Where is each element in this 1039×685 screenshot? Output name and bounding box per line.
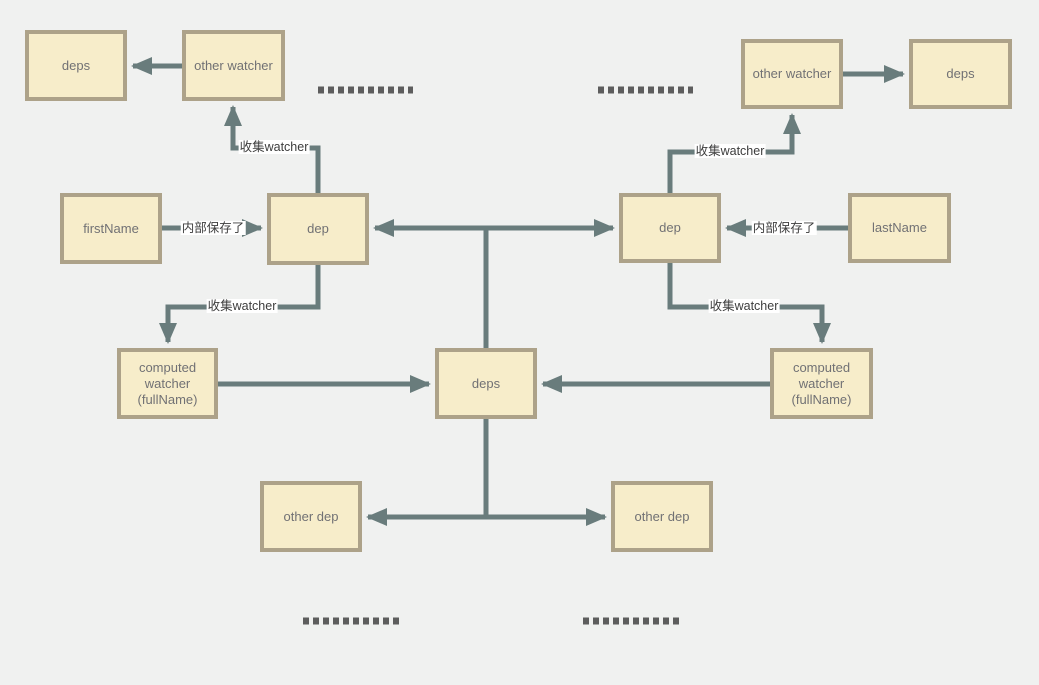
node-other-watcher-right: other watcher <box>741 39 843 109</box>
node-computed-watcher-right: computed watcher (fullName) <box>770 348 873 419</box>
node-other-watcher-left: other watcher <box>182 30 285 101</box>
dotted-continuation-marks <box>303 86 693 625</box>
edge-label-collect-watcher-top-right: 收集watcher <box>694 144 766 158</box>
edge-label-collect-watcher-top-left: 收集watcher <box>238 140 310 154</box>
edge-label-collect-watcher-bottom-right: 收集watcher <box>708 299 780 313</box>
node-other-dep-right: other dep <box>611 481 713 552</box>
edge-label-collect-watcher-bottom-left: 收集watcher <box>206 299 278 313</box>
node-other-dep-left: other dep <box>260 481 362 552</box>
node-deps-top-right: deps <box>909 39 1012 109</box>
node-lastname: lastName <box>848 193 951 263</box>
edges <box>130 56 906 527</box>
node-dep-right: dep <box>619 193 721 263</box>
node-firstname: firstName <box>60 193 162 264</box>
node-computed-watcher-left: computed watcher (fullName) <box>117 348 218 419</box>
node-dep-left: dep <box>267 193 369 265</box>
edge-label-saved-internally-right: 内部保存了 <box>751 221 817 235</box>
node-deps-top-left: deps <box>25 30 127 101</box>
node-deps-center: deps <box>435 348 537 419</box>
edge-label-saved-internally-left: 内部保存了 <box>180 221 246 235</box>
